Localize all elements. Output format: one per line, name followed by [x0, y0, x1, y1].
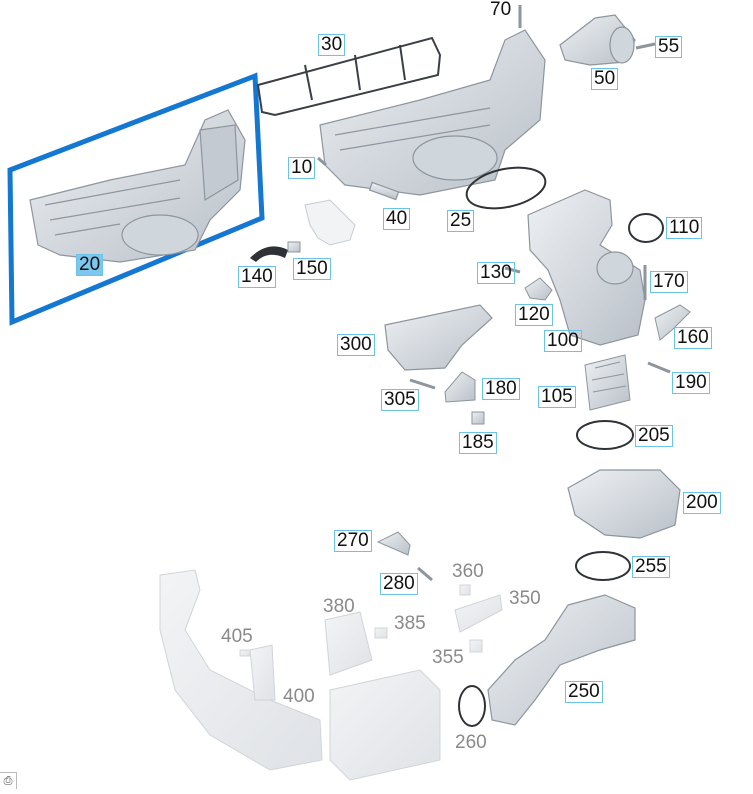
part-190-bolt[interactable] — [647, 361, 671, 374]
callout-385[interactable]: 385 — [394, 613, 426, 634]
callout-400[interactable]: 400 — [283, 686, 315, 707]
callout-100[interactable]: 100 — [544, 330, 582, 352]
callout-360[interactable]: 360 — [452, 561, 484, 582]
callout-50[interactable]: 50 — [591, 68, 619, 90]
part-40-bolt[interactable] — [368, 181, 400, 201]
callout-110[interactable]: 110 — [666, 217, 703, 239]
callout-355[interactable]: 355 — [432, 647, 464, 668]
part-10-manifold[interactable] — [319, 29, 546, 196]
part-55-bolt[interactable] — [635, 42, 656, 50]
part-105-mesh[interactable] — [584, 354, 631, 411]
part-140-seal[interactable] — [250, 246, 288, 262]
part-160-bracket[interactable] — [654, 304, 691, 341]
part-185-nut[interactable] — [471, 411, 485, 425]
part-305-bolt[interactable] — [409, 378, 436, 390]
callout-405[interactable]: 405 — [221, 626, 253, 647]
part-110-ring[interactable] — [628, 213, 664, 243]
callout-305[interactable]: 305 — [381, 389, 419, 411]
selection-frame — [7, 72, 265, 326]
context-assembly-faded — [159, 569, 503, 781]
callout-250[interactable]: 250 — [565, 681, 603, 703]
part-25-o-ring[interactable] — [463, 161, 549, 215]
part-130-bolt[interactable] — [504, 266, 521, 274]
part-200-throttle[interactable] — [567, 469, 681, 539]
callout-260[interactable]: 260 — [455, 732, 487, 753]
part-250-pipe[interactable] — [487, 594, 636, 726]
callout-160[interactable]: 160 — [674, 327, 712, 349]
callout-20[interactable]: 20 — [76, 254, 104, 276]
part-100-pipe[interactable] — [527, 189, 646, 346]
callout-170[interactable]: 170 — [650, 271, 688, 293]
callout-10[interactable]: 10 — [288, 157, 316, 179]
part-255-ring[interactable] — [575, 551, 631, 581]
callout-380[interactable]: 380 — [323, 596, 355, 617]
callout-190[interactable]: 190 — [672, 372, 710, 394]
callout-40[interactable]: 40 — [383, 208, 411, 230]
callout-205[interactable]: 205 — [635, 425, 673, 447]
part-50-housing[interactable] — [559, 14, 636, 66]
part-180-clip[interactable] — [444, 371, 476, 403]
part-30-gasket[interactable] — [256, 36, 442, 117]
print-icon[interactable]: ⎙ — [0, 772, 17, 789]
callout-255[interactable]: 255 — [632, 556, 670, 578]
part-300-bracket[interactable] — [384, 304, 493, 371]
callout-70[interactable]: 70 — [490, 0, 512, 20]
callout-280[interactable]: 280 — [380, 573, 418, 595]
callout-105[interactable]: 105 — [538, 386, 576, 408]
part-150-valve[interactable] — [304, 199, 356, 246]
callout-120[interactable]: 120 — [515, 304, 553, 326]
part-205-ring[interactable] — [576, 420, 634, 450]
callout-55[interactable]: 55 — [655, 36, 683, 58]
callout-200[interactable]: 200 — [683, 492, 721, 514]
callout-350[interactable]: 350 — [509, 588, 541, 609]
callout-150[interactable]: 150 — [293, 258, 331, 280]
callout-300[interactable]: 300 — [337, 334, 375, 356]
callout-180[interactable]: 180 — [482, 378, 520, 400]
callout-130[interactable]: 130 — [477, 262, 515, 284]
part-120-sensor[interactable] — [524, 277, 553, 301]
part-280-bolt[interactable] — [417, 566, 433, 582]
callout-185[interactable]: 185 — [459, 432, 497, 454]
part-260-ring[interactable] — [458, 685, 486, 727]
part-270-bracket[interactable] — [376, 531, 411, 556]
callout-140[interactable]: 140 — [238, 266, 276, 288]
callout-270[interactable]: 270 — [334, 530, 372, 552]
part-20-intake-manifold[interactable] — [29, 109, 246, 263]
callout-25[interactable]: 25 — [447, 210, 475, 232]
callout-30[interactable]: 30 — [318, 34, 346, 56]
